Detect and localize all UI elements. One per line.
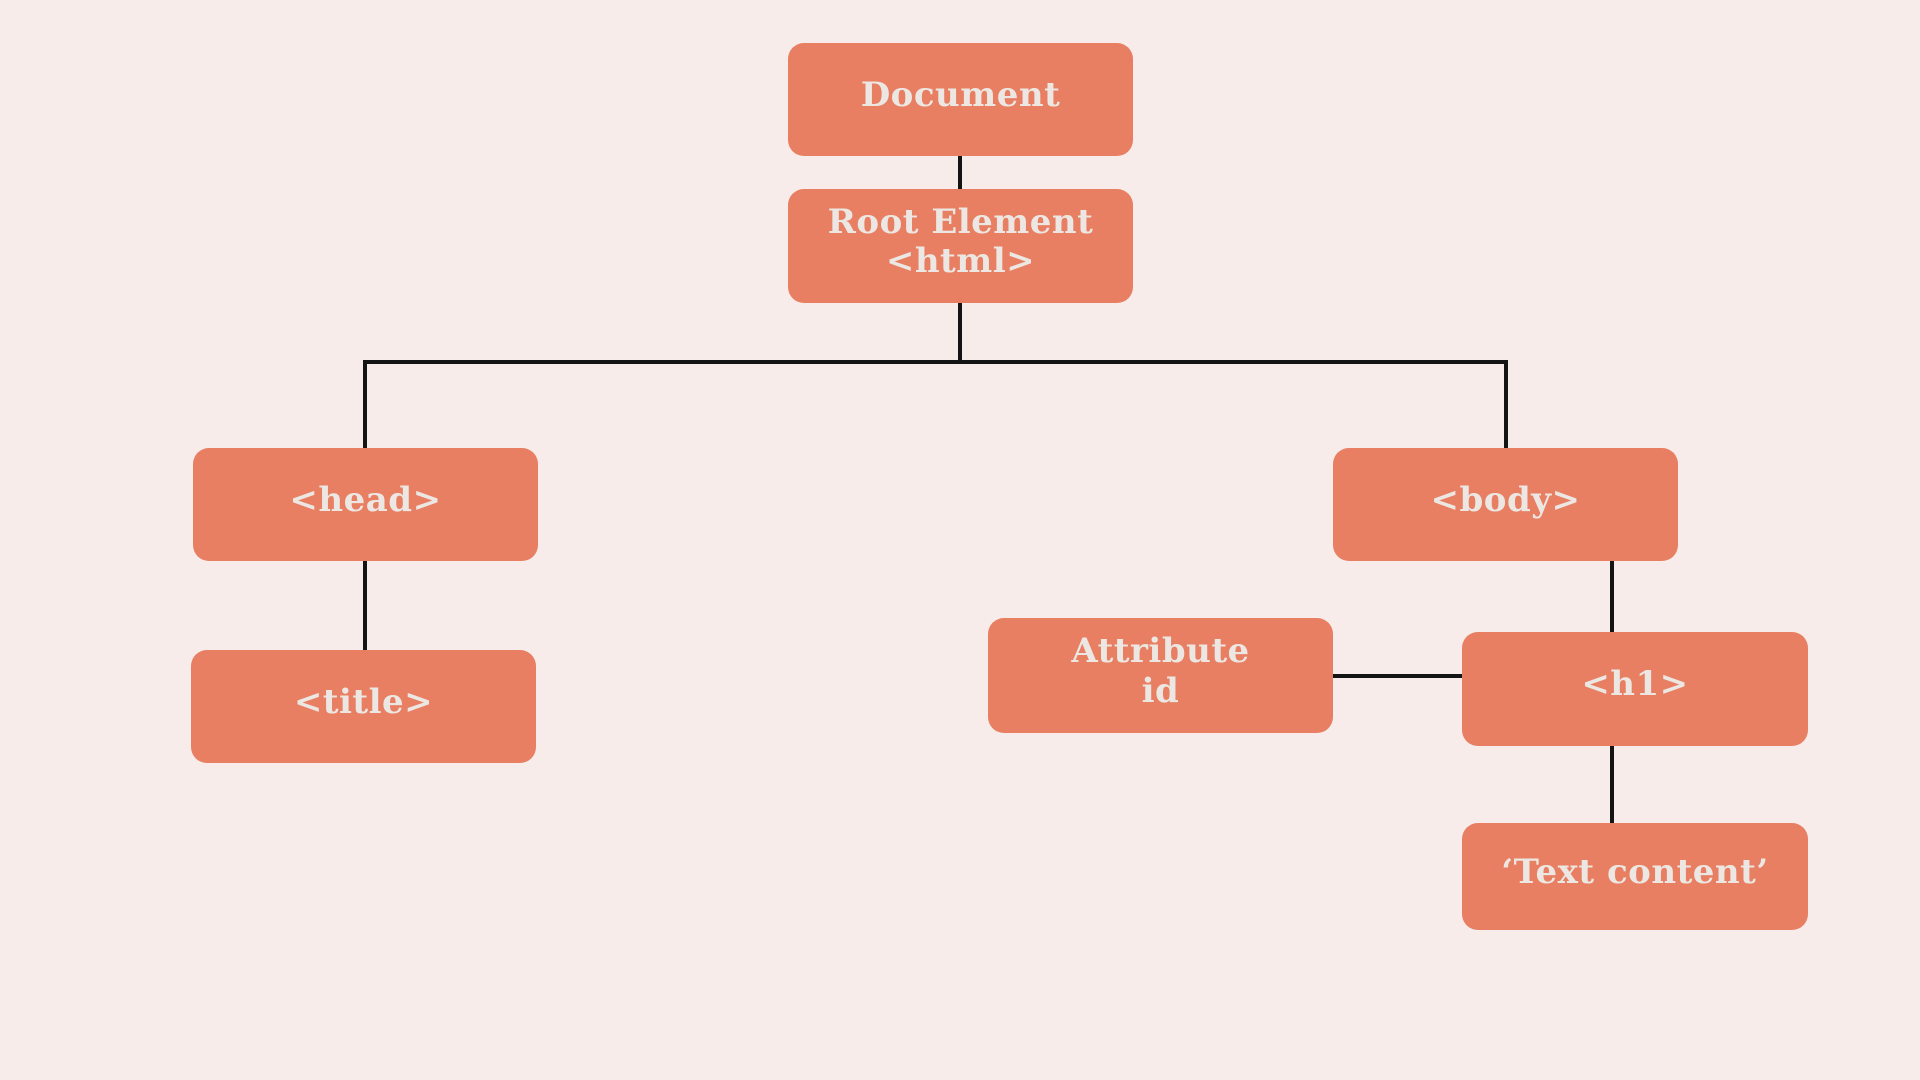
node-title-label: <title> <box>293 681 434 722</box>
edge-root-to-branch <box>958 303 962 363</box>
node-document-label: Document <box>860 74 1061 115</box>
node-root-element-html: Root Element <html> <box>788 189 1133 303</box>
node-document: Document <box>788 43 1133 156</box>
node-title: <title> <box>191 650 536 763</box>
node-body: <body> <box>1333 448 1678 561</box>
node-text-content-label: ‘Text content’ <box>1501 851 1769 892</box>
edge-body-to-h1 <box>1610 561 1614 632</box>
edge-h1-to-text-content <box>1610 746 1614 823</box>
node-head: <head> <box>193 448 538 561</box>
node-text-content: ‘Text content’ <box>1462 823 1808 930</box>
edge-head-to-title <box>363 561 367 650</box>
node-attribute-id: Attribute id <box>988 618 1333 733</box>
edge-branch-to-head <box>363 362 367 448</box>
edge-document-to-root <box>958 156 962 190</box>
node-h1-label: <h1> <box>1581 664 1689 705</box>
edge-branch-horizontal <box>363 360 1508 364</box>
node-body-label: <body> <box>1430 479 1581 520</box>
node-attribute-id-label: Attribute id <box>1071 631 1250 711</box>
edge-branch-to-body <box>1504 362 1508 448</box>
node-root-element-html-label: Root Element <html> <box>827 201 1094 281</box>
node-h1: <h1> <box>1462 632 1808 746</box>
node-head-label: <head> <box>289 479 442 520</box>
edge-attribute-to-h1 <box>1333 674 1462 678</box>
